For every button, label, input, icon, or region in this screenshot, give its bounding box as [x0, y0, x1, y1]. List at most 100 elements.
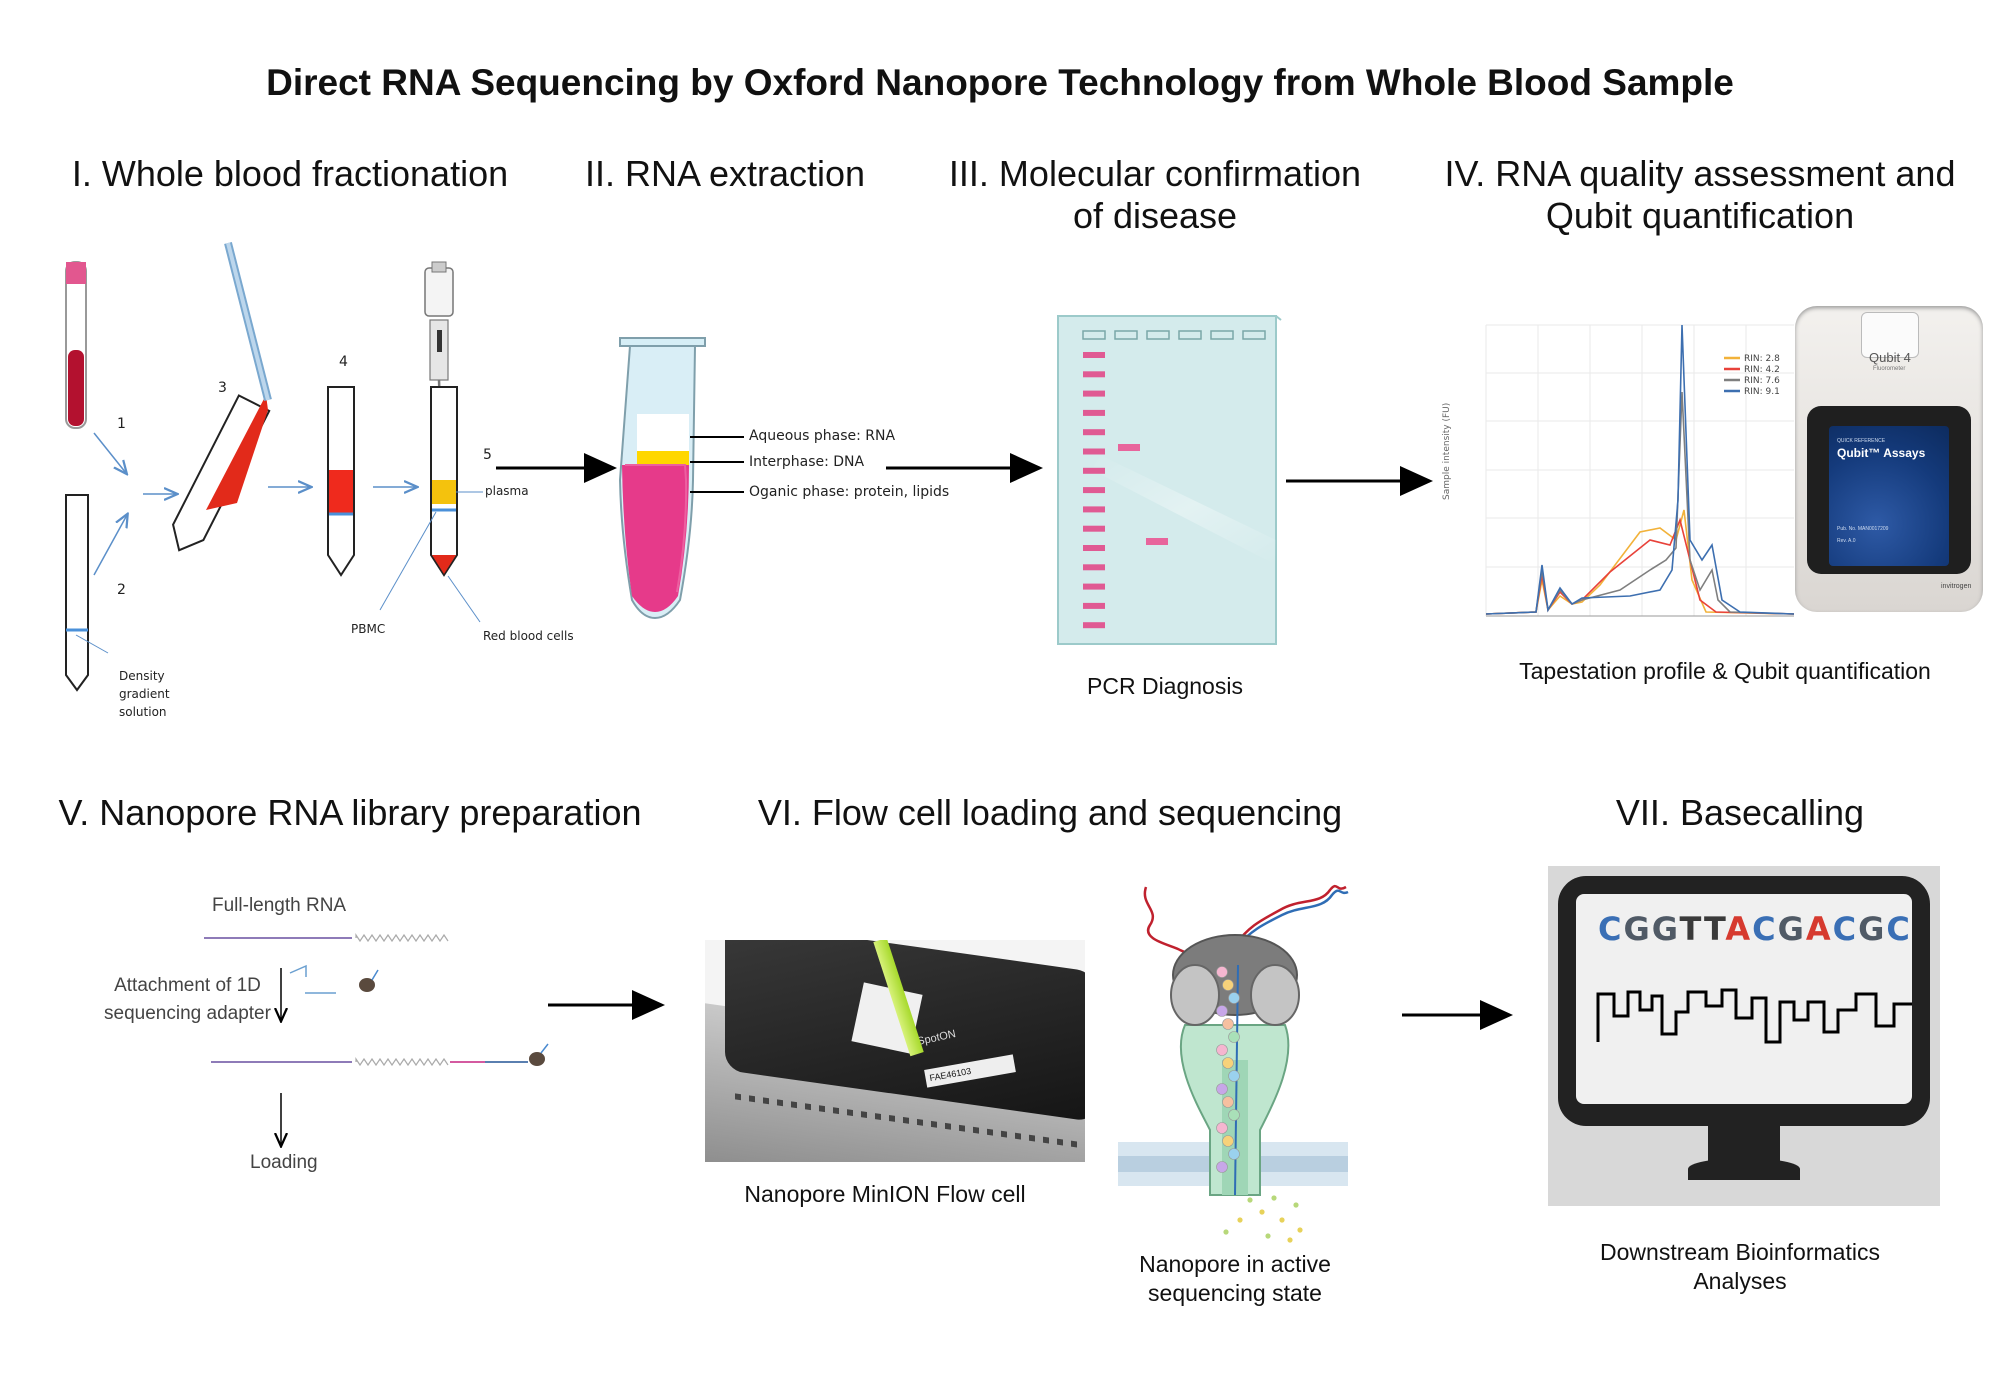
step-label-3: 3 — [218, 380, 227, 396]
figure-title: Direct RNA Sequencing by Oxford Nanopore… — [266, 62, 1734, 103]
step-4-heading-line2: Qubit quantification — [1545, 195, 1855, 236]
nucleotide-bead — [1228, 992, 1240, 1004]
step-7-heading: VII. Basecalling — [1615, 792, 1865, 833]
blood-tube — [65, 261, 87, 429]
base-letter: T — [1704, 910, 1726, 948]
monitor-stand — [1688, 1158, 1800, 1180]
density-label-line3: solution — [119, 705, 167, 719]
qubit-bezel: QUICK REFERENCE Qubit™ Assays Pub. No. M… — [1807, 406, 1971, 574]
nucleotide-bead — [1216, 1083, 1228, 1095]
separated-tube — [424, 261, 458, 577]
signal-trace — [1596, 988, 1912, 1044]
pbmc-label: PBMC — [351, 622, 386, 636]
attachment-label-line2: sequencing adapter — [104, 1003, 271, 1024]
qubit-screen: QUICK REFERENCE Qubit™ Assays Pub. No. M… — [1829, 426, 1949, 566]
nucleotide-bead — [1216, 1122, 1228, 1134]
released-nucleotide — [1265, 1233, 1271, 1239]
base-letter: C — [1886, 910, 1912, 948]
ladder-band — [1083, 352, 1105, 358]
ladder-band — [1083, 487, 1105, 494]
legend-label: RIN: 7.6 — [1744, 376, 1780, 386]
nucleotide-bead — [1222, 1135, 1234, 1147]
released-nucleotide — [1271, 1195, 1277, 1201]
interphase-label: Interphase: DNA — [749, 454, 865, 470]
aqueous-phase-label: Aqueous phase: RNA — [749, 428, 896, 444]
base-letter: C — [1832, 910, 1859, 948]
released-nucleotide — [1237, 1217, 1243, 1223]
monitor-screen: CGGTTACGACGCTA — [1576, 894, 1912, 1104]
ladder-band — [1083, 602, 1105, 609]
nucleotide-bead — [1228, 1070, 1240, 1082]
pipette-tip — [224, 242, 272, 401]
nucleotide-bead — [1222, 1096, 1234, 1108]
base-letter: G — [1777, 910, 1806, 948]
minion-caption: Nanopore MinION Flow cell — [744, 1181, 1026, 1207]
gel-well — [1210, 330, 1234, 340]
ladder-band — [1083, 583, 1105, 590]
step-4-heading-line1: IV. RNA quality assessment and — [1444, 153, 1956, 194]
electropherogram-trace — [1485, 324, 1795, 615]
legend-label: RIN: 4.2 — [1744, 365, 1780, 375]
rbc-label: Red blood cells — [483, 629, 574, 643]
ladder-band — [1083, 448, 1105, 455]
attachment-label-line1: Attachment of 1D — [114, 975, 261, 996]
density-gradient-tube — [65, 494, 89, 692]
nanopore-caption: Nanopore in active sequencing state — [1110, 1250, 1360, 1308]
downstream-caption-line1: Downstream Bioinformatics — [1600, 1239, 1880, 1265]
ladder-band — [1083, 564, 1105, 571]
nucleotide-bead — [1216, 966, 1228, 978]
base-letter: C — [1598, 910, 1624, 948]
downstream-caption-line2: Analyses — [1693, 1268, 1787, 1294]
attachment-label: Attachment of 1D sequencing adapter — [100, 972, 275, 1028]
nucleotide-bead — [1222, 1057, 1234, 1069]
electropherogram-trace — [1485, 509, 1795, 615]
ladder-band — [1083, 545, 1105, 551]
full-length-rna-label: Full-length RNA — [212, 895, 347, 916]
base-letter: G — [1858, 910, 1887, 948]
qubit-brand-sub: Fluorometer — [1873, 366, 1906, 372]
nucleotide-bead — [1228, 1031, 1240, 1043]
step-label-5: 5 — [483, 447, 492, 463]
loading-label: Loading — [250, 1152, 318, 1173]
sample-band-2 — [1146, 538, 1168, 545]
pcr-caption: PCR Diagnosis — [1087, 673, 1243, 699]
nucleotide-bead — [1222, 979, 1234, 991]
legend-label: RIN: 9.1 — [1744, 387, 1780, 397]
organic-phase-label: Oganic phase: protein, lipids — [749, 484, 950, 500]
nucleotide-bead — [1228, 1148, 1240, 1160]
gel-well — [1146, 330, 1170, 340]
qubit-rev: Rev. A.0 — [1837, 538, 1856, 544]
gel-well — [1114, 330, 1138, 340]
base-letter: T — [1679, 910, 1705, 948]
centrifuged-tube — [327, 386, 355, 577]
step-label-2: 2 — [117, 582, 126, 598]
ladder-band — [1083, 467, 1105, 474]
released-nucleotide — [1223, 1229, 1229, 1235]
nanopore-caption-line2: sequencing state — [1148, 1280, 1322, 1306]
released-nucleotide — [1293, 1202, 1299, 1208]
plasma-label: plasma — [485, 484, 529, 498]
nucleotide-bead — [1216, 1044, 1228, 1056]
released-nucleotide — [1287, 1237, 1293, 1243]
ladder-band — [1083, 506, 1105, 513]
step-label-1: 1 — [117, 416, 126, 432]
tilted-tube-pipetting — [172, 394, 271, 552]
ladder-band — [1083, 390, 1105, 397]
minion-flow-cell-photo: SpotON FAE46103 — [705, 940, 1085, 1162]
density-label: Density gradient solution — [119, 667, 170, 721]
electropherogram-trace — [1485, 391, 1795, 615]
step-3-heading-line1: III. Molecular confirmation — [948, 153, 1362, 194]
base-letter: A — [1725, 910, 1753, 948]
nucleotide-bead — [1222, 1018, 1234, 1030]
nucleotide-bead — [1216, 1005, 1228, 1017]
ladder-band — [1083, 622, 1105, 629]
step-label-4: 4 — [339, 354, 348, 370]
qubit-lid — [1861, 312, 1919, 358]
nucleotide-bead — [1228, 1109, 1240, 1121]
sample-band-1 — [1118, 444, 1140, 451]
density-label-line2: gradient — [119, 687, 170, 701]
step-6-heading: VI. Flow cell loading and sequencing — [757, 792, 1343, 833]
tapestation-caption: Tapestation profile & Qubit quantificati… — [1519, 658, 1931, 684]
base-letter: G — [1651, 910, 1680, 948]
tapestation-y-label: Sample intensity (FU) — [1442, 402, 1452, 500]
